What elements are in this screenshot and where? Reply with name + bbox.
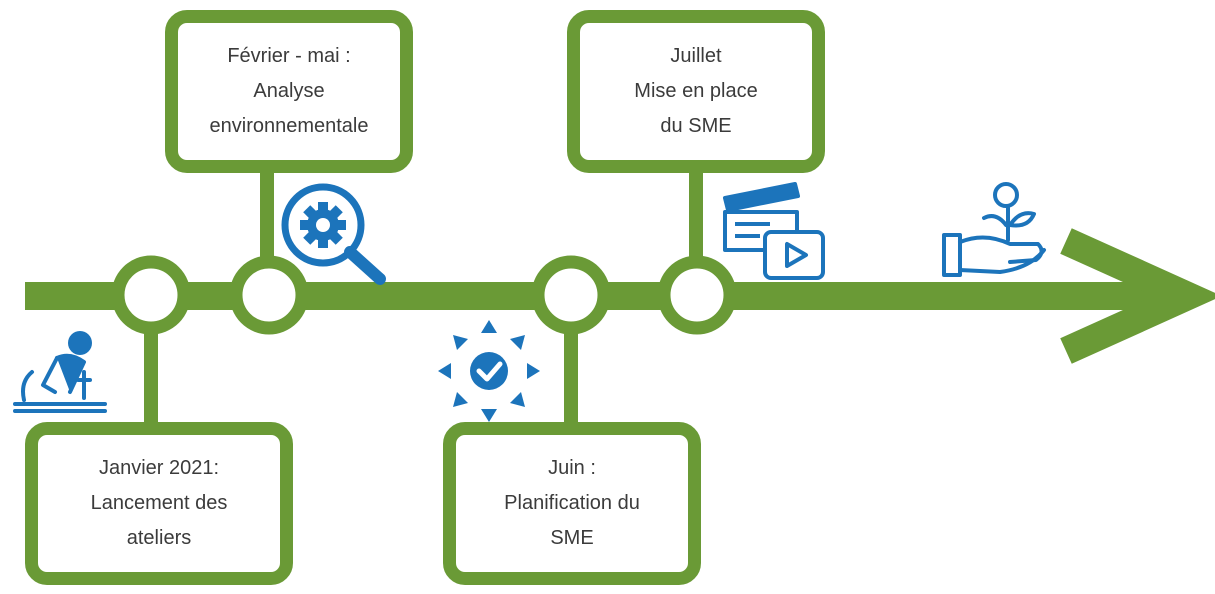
milestone-jun-line-2: Planification du <box>504 492 640 514</box>
hand-plant-icon <box>942 182 1046 277</box>
milestone-jun-line-1: Juin : <box>548 457 596 479</box>
milestone-box-jul: Juillet Mise en place du SME <box>567 10 825 173</box>
milestone-feb-line-2: Analyse <box>253 80 325 102</box>
milestone-jul-line-1: Juillet <box>670 45 722 67</box>
milestone-feb-line-3: environnementale <box>209 115 369 137</box>
milestone-circle-jun <box>531 255 611 335</box>
checkmark-arrows-icon <box>438 320 540 422</box>
milestone-jan-line-1: Janvier 2021: <box>98 457 220 479</box>
person-workshop-icon <box>13 331 107 413</box>
clapperboard-video-icon <box>723 182 825 280</box>
milestone-jan-line-3: ateliers <box>126 527 192 549</box>
milestone-circle-feb <box>229 255 309 335</box>
milestone-jul-line-2: Mise en place <box>634 80 758 102</box>
milestone-jun-line-3: SME <box>550 527 594 549</box>
milestone-circle-jul <box>657 255 737 335</box>
milestone-jul-line-3: du SME <box>660 115 732 137</box>
milestone-jan-line-2: Lancement des <box>90 492 228 514</box>
milestone-feb-line-1: Février - mai : <box>227 45 351 67</box>
gear-magnifier-icon <box>281 183 386 285</box>
arrow-head <box>1060 228 1215 364</box>
milestone-box-jan: Janvier 2021: Lancement des ateliers <box>25 422 293 585</box>
milestone-box-jun: Juin : Planification du SME <box>443 422 701 585</box>
milestone-box-feb: Février - mai : Analyse environnementale <box>165 10 413 173</box>
milestone-circle-jan <box>111 255 191 335</box>
